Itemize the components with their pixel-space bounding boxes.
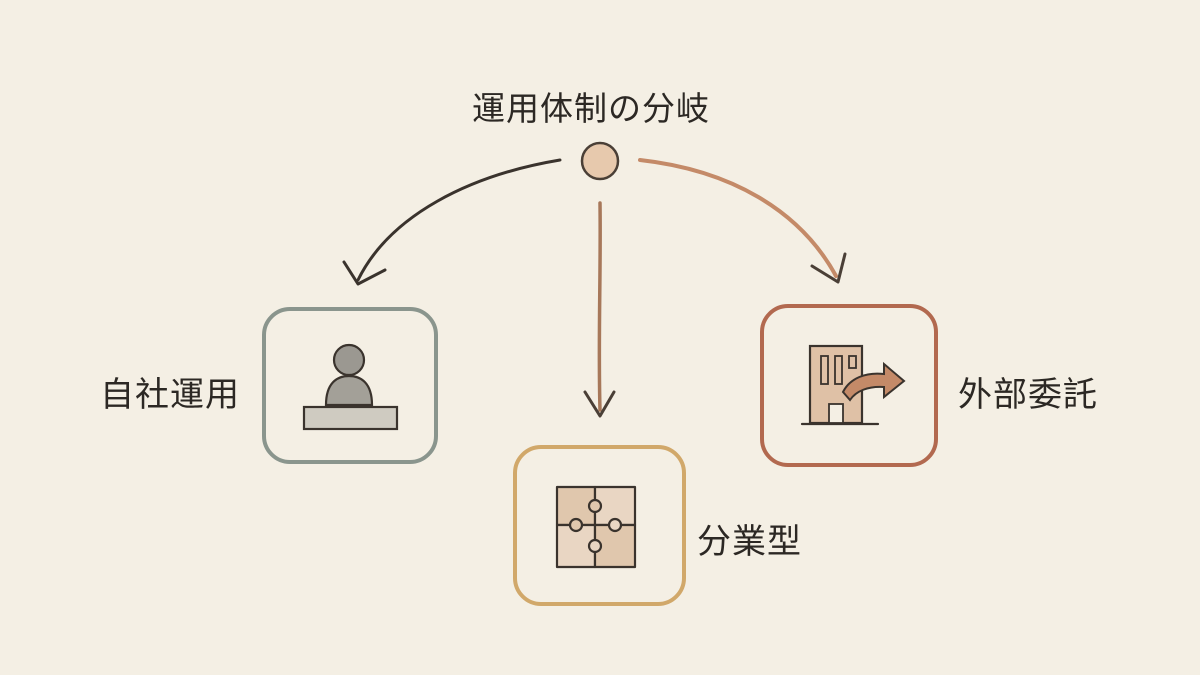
branch-label-inhouse: 自社運用 [100,375,240,415]
inhouse-box [262,307,438,464]
arrow-to-inhouse [342,158,562,286]
split-box [513,445,686,606]
arrow-to-split [583,201,616,418]
building-arrow-icon [800,344,906,426]
person-at-desk-icon [302,343,399,431]
branch-label-split: 分業型 [697,522,802,562]
branch-label-outsource: 外部委託 [958,375,1098,415]
diagram-title: 運用体制の分岐 [472,89,710,128]
arrow-to-outsource [638,158,847,284]
origin-node [580,141,620,181]
outsource-box [760,304,938,467]
puzzle-icon [555,485,637,569]
